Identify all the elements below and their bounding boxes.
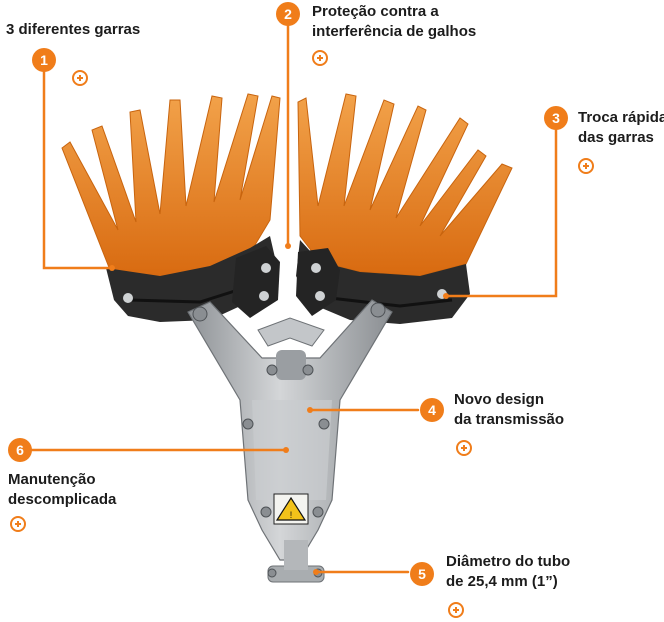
callout-anchor-dots (109, 243, 449, 575)
callout-1-label: 3 diferentes garras (6, 21, 141, 38)
callout-leader-lines (28, 22, 558, 574)
callout-4-badge: 4 (420, 398, 444, 422)
callout-2-label: Proteção contra a interferência de galho… (312, 3, 477, 40)
warning-sign-icon: ! (273, 493, 309, 525)
callout-2-badge: 2 (276, 2, 300, 26)
callout-4-label: Novo design da transmissão (454, 391, 565, 428)
callout-6-label: Manutenção descomplicada (8, 471, 117, 508)
body-screws (192, 302, 386, 578)
right-claw (296, 93, 513, 324)
callout-6-badge: 6 (8, 438, 32, 462)
callout-6-plus-circle-icon[interactable] (10, 516, 26, 532)
link-plates (123, 246, 447, 318)
callout-5-label: Diâmetro do tubo de 25,4 mm (1”) (446, 553, 571, 590)
callout-3-badge: 3 (544, 106, 568, 130)
callout-1-plus-circle-icon[interactable] (72, 70, 88, 86)
callout-4-plus-circle-icon[interactable] (456, 440, 472, 456)
callout-5-badge: 5 (410, 562, 434, 586)
callout-2-plus-circle-icon[interactable] (312, 50, 328, 66)
callout-5-plus-circle-icon[interactable] (448, 602, 464, 618)
callout-3-plus-circle-icon[interactable] (578, 158, 594, 174)
svg-text:!: ! (290, 510, 293, 520)
callout-1-badge: 1 (32, 48, 56, 72)
transmission-body (187, 299, 393, 583)
callout-3-label: Troca rápida das garras (578, 109, 664, 146)
